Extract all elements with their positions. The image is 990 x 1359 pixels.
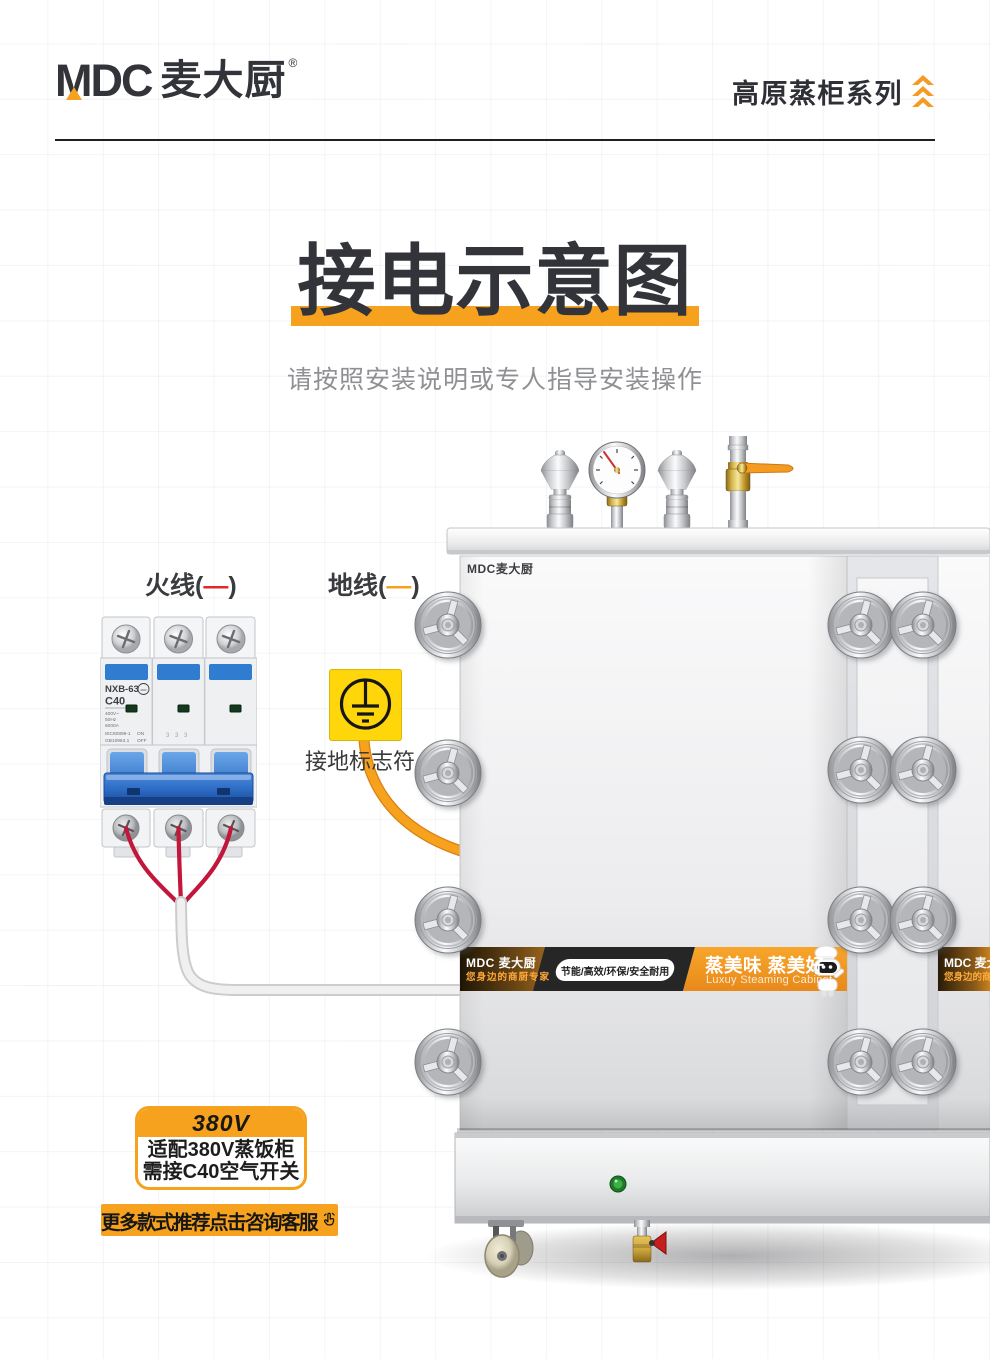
voltage-badge: 380V 适配380V蒸饭柜 需接C40空气开关	[135, 1106, 307, 1190]
svg-text:6000A: 6000A	[105, 723, 120, 729]
voltage-badge-line2: 需接C40空气开关	[142, 1161, 300, 1183]
svg-text:50Hz: 50Hz	[105, 717, 117, 723]
steam-cabinet	[446, 527, 990, 1278]
drain-valve	[632, 1220, 667, 1263]
page-title: 接电示意图	[291, 242, 699, 326]
logo-triangle-icon	[66, 87, 82, 100]
breaker-specs: 400V~ 50Hz 6000A IEC60898-1 GB10963.1 ON…	[105, 711, 147, 744]
strip-slogan-en: Luxuy Steaming Cabinet	[706, 974, 833, 986]
ground-wire-dash: —	[386, 572, 412, 600]
cta-text: 更多款式推荐点击咨询客服	[101, 1211, 319, 1234]
hand-click-icon	[323, 1212, 335, 1226]
brand-logo-en: MDC	[55, 55, 153, 106]
power-indicator-light	[609, 1175, 627, 1193]
cabinet-logo: MDC麦大厨	[467, 562, 534, 576]
cta-badge[interactable]: 更多款式推荐点击咨询客服	[101, 1204, 338, 1236]
breaker-model: NXB-63	[105, 684, 139, 695]
cabinet-base	[454, 1132, 990, 1224]
brand-logo: MDC 麦大厨 ®	[55, 55, 298, 106]
page-subtitle: 请按照安装说明或专人指导安装操作	[286, 366, 703, 394]
strip-brand-right: MDC 麦大厨	[944, 956, 990, 970]
cabinet-shadow	[425, 1222, 990, 1290]
svg-text:ON: ON	[137, 731, 145, 737]
ground-cable	[358, 734, 467, 857]
strip-slogan: 蒸美味 蒸美好	[705, 955, 825, 976]
pressure-gauge	[588, 441, 646, 531]
circuit-breaker: NXB-63 ccc C40 400V~ 50Hz 6000A IEC60898…	[100, 616, 257, 858]
breaker-indicator-windows	[125, 704, 242, 713]
breaker-top-terminals	[101, 616, 256, 661]
ground-wire-label: 地线(—)	[328, 572, 420, 600]
series-label-group: 高原蒸柜系列	[732, 72, 935, 111]
brand-reg-mark: ®	[288, 56, 298, 70]
ball-valve	[725, 436, 794, 528]
power-cable	[175, 896, 467, 996]
voltage-badge-title: 380V	[138, 1109, 304, 1137]
breaker-toggle[interactable]	[100, 744, 257, 808]
strip-tagline: 您身边的商厨专家	[466, 972, 551, 983]
strip-tagline-right: 您身边的商厨专家	[944, 972, 990, 983]
earth-ground-icon	[339, 678, 392, 730]
brand-logo-cn: 麦大厨	[160, 57, 287, 103]
ground-symbol-sign	[329, 669, 402, 741]
chef-robot-mascot	[813, 945, 844, 997]
ground-symbol-label: 接地标志符	[305, 749, 416, 774]
breaker-cert: ccc	[141, 687, 147, 692]
live-wire-dash: —	[203, 572, 229, 600]
svg-text:GB10963.1: GB10963.1	[105, 738, 130, 744]
voltage-badge-line1: 适配380V蒸饭柜	[147, 1139, 295, 1161]
svg-text:400V~: 400V~	[105, 711, 119, 717]
cabinet-right-door	[937, 555, 990, 1131]
strip-feature-pill: 节能/高效/环保/安全耐用	[553, 959, 677, 981]
chevrons-up-icon	[912, 74, 934, 107]
series-label: 高原蒸柜系列	[732, 79, 903, 109]
svg-text:OFF: OFF	[137, 738, 147, 744]
svg-text:IEC60898-1: IEC60898-1	[105, 731, 131, 737]
caster-wheel	[484, 1220, 534, 1278]
live-wire-label: 火线(—)	[145, 572, 237, 600]
breaker-body: NXB-63 ccc C40 400V~ 50Hz 6000A IEC60898…	[100, 657, 257, 746]
breaker-phase-marks: 3 3 3	[166, 733, 189, 739]
strip-brand: MDC 麦大厨	[466, 956, 537, 970]
header-divider	[55, 139, 935, 141]
breaker-rating: C40	[105, 696, 125, 708]
